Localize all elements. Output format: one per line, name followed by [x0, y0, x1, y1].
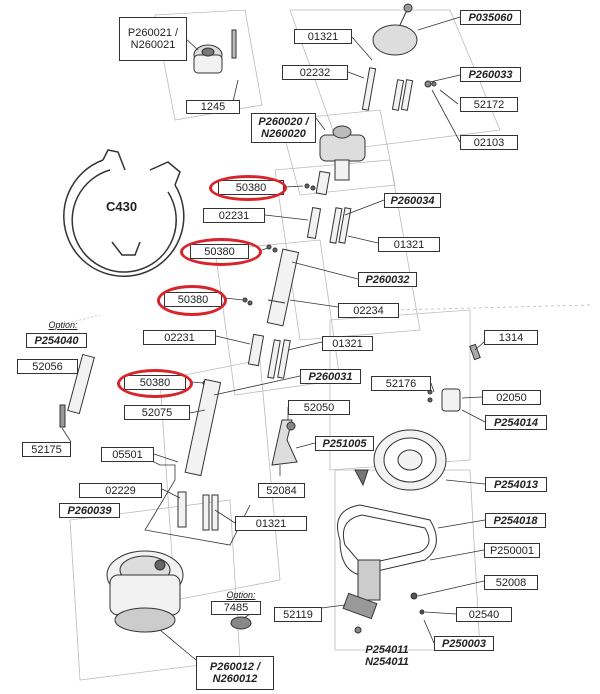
part-label-p30: P251005 — [315, 436, 374, 451]
part-label-line: N260020 — [261, 128, 306, 140]
part-label-line: N260012 — [212, 673, 258, 685]
part-label-line: P260039 — [67, 504, 112, 517]
part-label-line: 1245 — [200, 101, 226, 113]
highlight-ring — [180, 238, 262, 266]
part-label-p42: 52119 — [274, 607, 322, 622]
part-label-line: 01321 — [393, 238, 425, 251]
part-label-line: P260021 / — [127, 27, 179, 39]
part-label-line: P260033 — [468, 68, 513, 81]
part-label-p38: P254018 — [485, 513, 546, 528]
part-label-p34: P254013 — [485, 477, 547, 492]
part-label-line: N254011 — [365, 656, 409, 668]
part-label-p18: P254040 — [26, 333, 87, 348]
part-label-p13: 01321 — [378, 237, 440, 252]
part-label-line: 01321 — [255, 517, 287, 530]
profile-label: C430 — [106, 199, 138, 214]
part-label-p5: P260033 — [460, 67, 521, 82]
part-label-p20: 01321 — [322, 336, 373, 351]
part-label-line: 52176 — [385, 377, 417, 390]
part-label-line: 52075 — [141, 406, 173, 419]
c430-profile-icon — [63, 149, 185, 278]
part-label-line: 52172 — [473, 98, 505, 111]
highlight-ring — [209, 175, 287, 201]
part-label-line: 02231 — [218, 209, 250, 222]
part-label-p25: 52176 — [371, 376, 431, 391]
part-label-p43: 02540 — [456, 607, 512, 622]
part-label-line: 1314 — [498, 331, 524, 344]
part-label-p37: 01321 — [235, 516, 307, 531]
part-label-line: P251005 — [322, 437, 367, 450]
part-label-p33: 52084 — [258, 483, 305, 498]
part-label-p35: 02229 — [79, 483, 162, 498]
part-label-p27: 52075 — [124, 405, 190, 420]
part-label-line: P250001 — [489, 544, 535, 557]
part-label-p24: P260031 — [300, 369, 361, 384]
option-label: Option: — [48, 320, 78, 330]
highlight-ring — [157, 285, 227, 316]
part-label-line: 02050 — [496, 391, 527, 404]
part-label-line: P254011 — [365, 644, 409, 656]
part-label-p9: 02103 — [460, 135, 518, 150]
part-label-line: P254014 — [493, 416, 539, 429]
part-label-line: P260032 — [365, 273, 410, 286]
part-label-line: 01321 — [307, 30, 339, 43]
part-label-line: 7485 — [223, 602, 249, 614]
part-label-p4: 02232 — [282, 65, 348, 80]
part-label-line: P254018 — [493, 514, 538, 527]
part-label-p8: P260020 /N260020 — [251, 113, 316, 143]
part-label-line: 02540 — [468, 608, 500, 621]
part-label-p46: P260012 /N260012 — [196, 656, 274, 690]
part-label-line: P260034 — [390, 194, 435, 207]
part-label-p17: 02234 — [338, 303, 399, 318]
part-label-line: N260021 — [130, 39, 176, 51]
part-label-p22: 52056 — [17, 359, 78, 374]
part-label-line: P260031 — [308, 370, 353, 383]
part-label-p26: 02050 — [482, 390, 541, 405]
part-label-line: P250003 — [441, 637, 487, 650]
part-label-line: P254040 — [34, 334, 79, 347]
part-label-p29: P254014 — [485, 415, 547, 430]
part-label-p31: 52175 — [22, 442, 71, 457]
highlight-ring — [117, 369, 193, 398]
option-label: Option: — [226, 590, 256, 600]
part-label-p41: 7485 — [211, 601, 261, 615]
part-label-p6: 52172 — [460, 97, 518, 112]
part-label-line: 52175 — [31, 443, 62, 456]
part-label-line: 05501 — [112, 448, 143, 461]
part-label-line: 02103 — [473, 136, 505, 149]
part-label-line: 02229 — [105, 484, 136, 497]
part-label-line: 52008 — [495, 576, 527, 589]
part-label-p32: 05501 — [101, 447, 154, 462]
part-label-p7: 1245 — [186, 100, 240, 114]
part-label-p44: P250003 — [434, 636, 494, 651]
part-label-line: P035060 — [468, 11, 513, 24]
part-label-p21: 1314 — [484, 330, 538, 345]
part-label-line: 52056 — [32, 360, 63, 373]
part-label-p3: P035060 — [460, 10, 521, 25]
part-label-p40: 52008 — [484, 575, 538, 590]
part-label-p12: 02231 — [203, 208, 265, 223]
part-label-p19: 02231 — [143, 330, 216, 345]
part-label-p39: P250001 — [484, 543, 540, 558]
part-label-p28: 52050 — [288, 400, 350, 415]
part-label-line: 52084 — [266, 484, 297, 497]
part-label-line: P260012 / — [209, 661, 261, 673]
part-label-line: 52119 — [283, 608, 313, 621]
part-label-p2: 01321 — [294, 29, 352, 44]
part-label-p1: P260021 /N260021 — [119, 17, 187, 61]
part-label-p15: P260032 — [358, 272, 417, 287]
part-label-line: P254013 — [493, 478, 539, 491]
part-label-line: 02234 — [353, 304, 384, 317]
part-label-line: 01321 — [332, 337, 363, 350]
part-label-p11: P260034 — [384, 193, 441, 208]
part-label-line: 02231 — [164, 331, 195, 344]
part-label-line: 52050 — [303, 401, 335, 414]
part-label-line: 02232 — [299, 66, 331, 79]
part-label-line: P260020 / — [258, 116, 309, 128]
part-label-p36: P260039 — [59, 503, 120, 518]
part-sketches — [59, 3, 481, 634]
